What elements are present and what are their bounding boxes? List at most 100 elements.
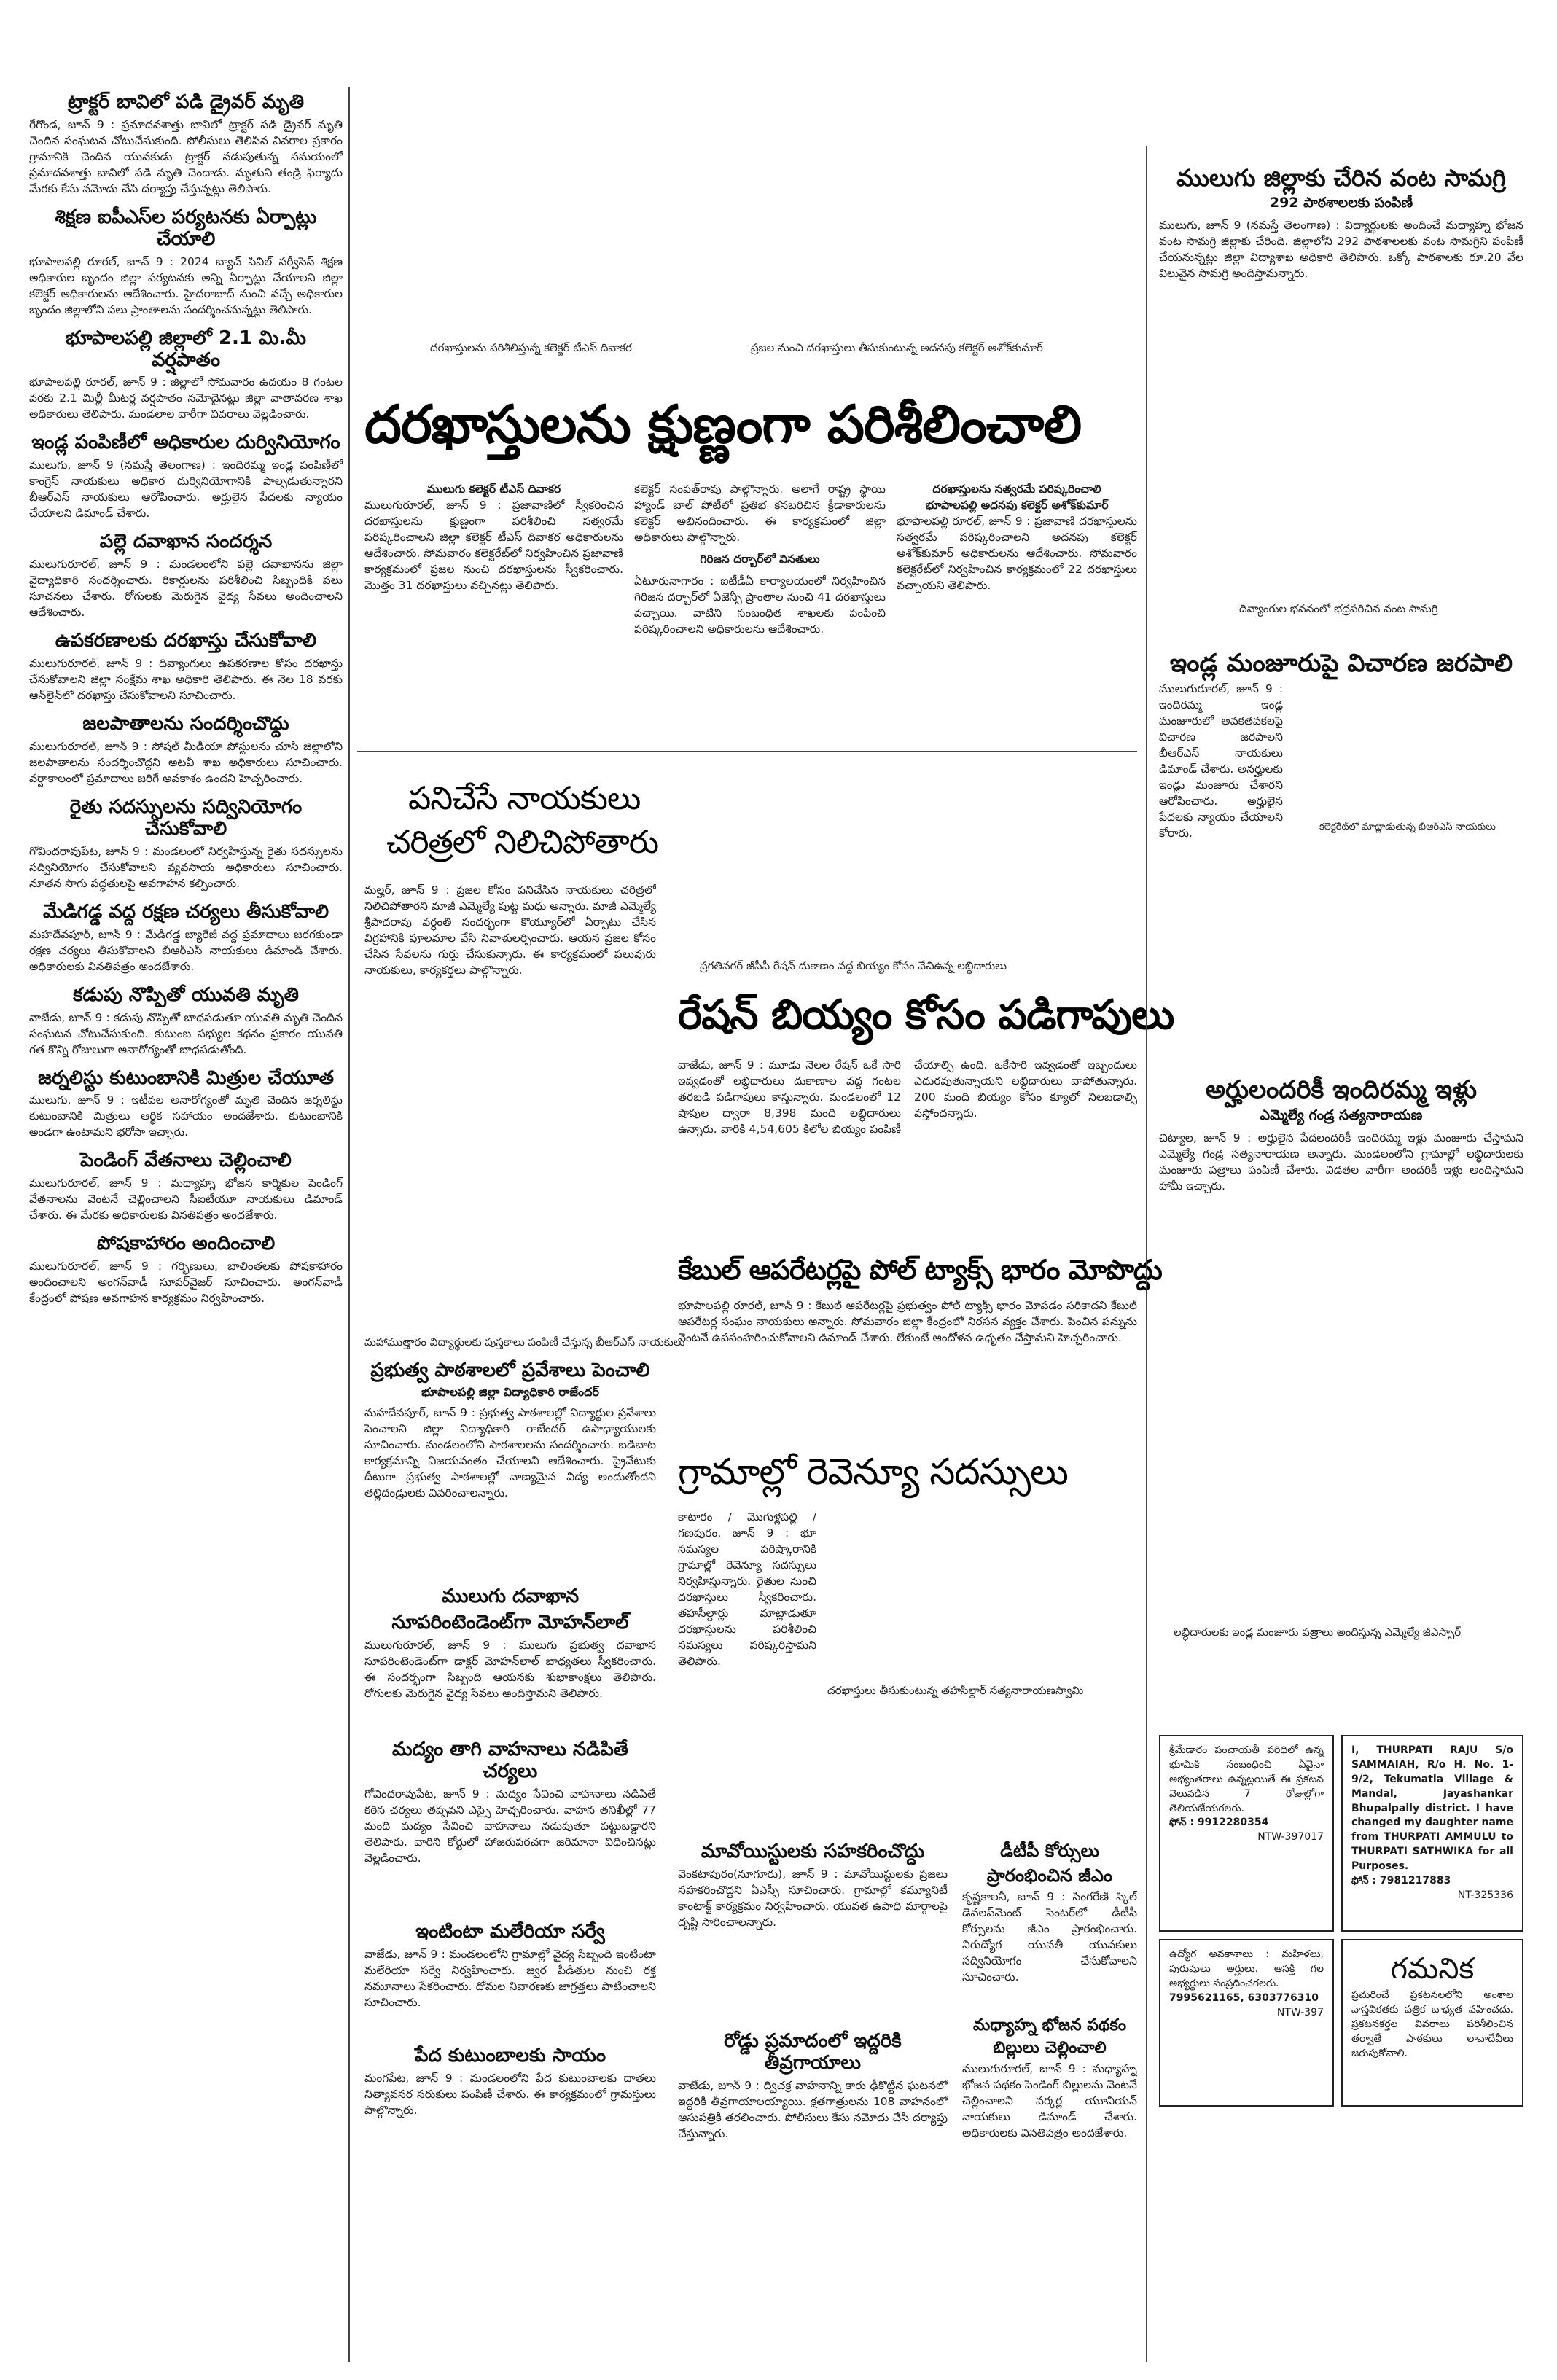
notice-box: గమనిక ప్రచురించే ప్రకటనలలోని అంశాల వాస్త… xyxy=(1341,1939,1523,2107)
story-h-text: మంగపేట, జూన్ 9 : మండలంలోని పేద కుటుంబాలక… xyxy=(364,2071,656,2117)
story-d-text: మహదేవపూర్, జూన్ 9 : ప్రభుత్వ పాఠశాలల్లో … xyxy=(364,1405,656,1499)
story-m: మధ్యాహ్న భోజన పథకం బిల్లులు చెల్లించాలి … xyxy=(962,2012,1137,2362)
story-d-headline: ప్రభుత్వ పాఠశాలలో ప్రవేశాలు పెంచాలి xyxy=(370,1359,650,1381)
left-column: ట్రాక్టర్ బావిలో పడి డ్రైవర్ మృతిరేగొండ,… xyxy=(29,87,343,2362)
story-b-body: వాజేడు, జూన్ 9 : మూడు నెలల రేషన్ ఒకే సార… xyxy=(678,1057,1137,1246)
story-g: ఇంటింటా మలేరియా సర్వే వాజేడు, జూన్ 9 : మ… xyxy=(364,1917,656,2034)
story-j: మావోయిస్టులకు సహకరించొద్దు వెంకటాపురం(నూ… xyxy=(678,1837,948,1954)
story-d: ప్రభుత్వ పాఠశాలలో ప్రవేశాలు పెంచాలి భూపా… xyxy=(364,1356,656,1575)
story-a-headline-2: చరిత్రలో నిలిచిపోతారు xyxy=(386,824,659,861)
left-story: భూపాలపల్లి జిల్లాలో 2.1 మి.మీ వర్షపాతంభూ… xyxy=(29,327,343,423)
story-i-body: కాటారం / మొగుళ్లపల్లి / గణపురం, జూన్ 9 :… xyxy=(678,1509,816,1698)
story-d-photo-caption: మహాముత్తారం విద్యార్థులకు పుస్తకాలు పంపి… xyxy=(364,1335,685,1349)
left-story-body: భూపాలపల్లి రూరల్, జూన్ 9 : 2024 బ్యాచ్ స… xyxy=(29,254,343,316)
story-e-headline-1: ములుగు దవాఖాన xyxy=(441,1585,580,1607)
story-m-headline-2: బిల్లులు చెల్లించాలి xyxy=(993,2039,1107,2058)
right-story-1-headline: ములుగు జిల్లాకు చేరిన వంట సామగ్రి xyxy=(1176,164,1506,192)
story-a-body: మల్హర్, జూన్ 9 : ప్రజల కోసం పనిచేసిన నాయ… xyxy=(364,882,656,1144)
right-story-2-headline: ఇండ్ల మంజూరుపై విచారణ జరపాలి xyxy=(1169,649,1513,678)
story-b-headline: రేషన్ బియ్యం కోసం పడిగాపులు xyxy=(678,991,1174,1039)
left-story-body: ములుగురూరల్, జూన్ 9 : దివ్యాంగులు ఉపకరణా… xyxy=(29,657,343,703)
story-k: రోడ్డు ప్రమాదంలో ఇద్దరికి తీవ్రగాయాలు వా… xyxy=(678,2026,948,2245)
classified-ad-2: I, THURPATI RAJU S/o SAMMAIAH, R/o H. No… xyxy=(1341,1735,1523,1932)
left-story-body: ములుగురూరల్, జూన్ 9 : మండలంలోని పల్లె దవ… xyxy=(29,558,343,620)
left-stories: ట్రాక్టర్ బావిలో పడి డ్రైవర్ మృతిరేగొండ,… xyxy=(29,91,343,1306)
story-l: డీటీపీ కోర్సులు ప్రారంభించిన జీఎం కృష్ణక… xyxy=(962,1837,1137,1997)
lead-byline-2: భూపాలపల్లి అదనపు కలెక్టర్ అశోక్‌కుమార్ xyxy=(925,499,1109,512)
left-story-body: ములుగురూరల్, జూన్ 9 : సోషల్ మీడియా పోస్ట… xyxy=(29,740,343,786)
right-story-1-text: ములుగు, జూన్ 9 (నమస్తే తెలంగాణ) : విద్యా… xyxy=(1159,218,1523,280)
story-i-headline: గ్రామాల్లో రెవెన్యూ సదస్సులు xyxy=(678,1451,1069,1493)
lead-subhead-2: దరఖాస్తులను సత్వరమే పరిష్కరించాలి xyxy=(932,483,1101,496)
left-story-body: గోవిందరావుపేట, జూన్ 9 : మండలంలో నిర్వహిస… xyxy=(29,844,343,890)
story-f: మద్యం తాగి వాహనాలు నడిపితే చర్యలు గోవింద… xyxy=(364,1735,656,1910)
story-b-text: వాజేడు, జూన్ 9 : మూడు నెలల రేషన్ ఒకే సార… xyxy=(678,1058,1137,1136)
story-k-text: వాజేడు, జూన్ 9 : ద్విచక్ర వాహనాన్ని కారు… xyxy=(678,2078,948,2140)
story-c-text: భూపాలపల్లి రూరల్, జూన్ 9 : కేబుల్ ఆపరేటర… xyxy=(678,1299,1137,1344)
left-story-body: ములుగు, జూన్ 9 : ఇటీవల అనారోగ్యంతో మృతి … xyxy=(29,1093,343,1139)
left-story-body: మహదేవపూర్, జూన్ 9 : మేడిగడ్డ బ్యారేజీ వద… xyxy=(29,927,343,973)
right-photo-caption-1: దివ్యాంగుల భవనంలో భద్రపరిచిన వంట సామగ్రి xyxy=(1239,602,1438,615)
story-j-text: వెంకటాపురం(నూగూరు), జూన్ 9 : మావోయిస్టుల… xyxy=(678,1867,948,1929)
left-story-headline: ట్రాక్టర్ బావిలో పడి డ్రైవర్ మృతి xyxy=(67,91,305,113)
story-m-headline-1: మధ్యాహ్న భోజన పథకం xyxy=(972,2016,1127,2034)
notice-text: ప్రచురించే ప్రకటనలలోని అంశాల వాస్తవికతకు… xyxy=(1351,1989,1513,2059)
left-story: మేడిగడ్డ వద్ద రక్షణ చర్యలు తీసుకోవాలి మహద… xyxy=(29,900,343,975)
ad-1-code: NTW-397017 xyxy=(1257,1831,1324,1843)
story-f-text: గోవిందరావుపేట, జూన్ 9 : మద్యం సేవించి వా… xyxy=(364,1787,656,1865)
ad-2-contact: ఫోన్ : 7981217883 xyxy=(1351,1874,1451,1887)
classified-ad-3: ఉద్యోగ అవకాశాలు : మహిళలు, పురుషులు అర్హు… xyxy=(1159,1939,1334,2107)
left-story: పల్లె దవాఖాన సందర్శన ములుగురూరల్, జూన్ 9 … xyxy=(29,531,343,620)
right-story-2-text: ములుగురూరల్, జూన్ 9 : ఇందిరమ్మ ఇండ్ల మంజ… xyxy=(1159,682,1283,840)
right-story-3-text: చిట్యాల, జూన్ 9 : అర్హులైన పేదలందరికీ ఇం… xyxy=(1159,1131,1523,1193)
left-story-headline: ఉపకరణాలకు దరఖాస్తు చేసుకోవాలి xyxy=(55,630,317,652)
lead-byline: ములుగు కలెక్టర్ టీఎస్ దివాకర xyxy=(426,483,561,496)
story-j-headline: మావోయిస్టులకు సహకరించొద్దు xyxy=(701,1841,925,1862)
left-story: రైతు సదస్సులను సద్వినియోగం చేసుకోవాలిగోవ… xyxy=(29,796,343,891)
right-story-3: అర్హులందరికీ ఇందిరమ్మ ఇళ్లు ఎమ్మెల్యే గం… xyxy=(1159,1072,1523,1421)
column-divider-right xyxy=(1146,146,1147,2362)
left-story-headline: పల్లె దవాఖాన సందర్శన xyxy=(99,531,273,553)
story-k-headline: రోడ్డు ప్రమాదంలో ఇద్దరికి తీవ్రగాయాలు xyxy=(724,2030,902,2074)
right-story-2-photo-caption: కలెక్టరేట్‌లో మాట్లాడుతున్న బీఆర్ఎస్ నాయ… xyxy=(1319,822,1496,832)
left-story-headline: భూపాలపల్లి జిల్లాలో 2.1 మి.మీ వర్షపాతం xyxy=(66,327,306,371)
story-f-headline: మద్యం తాగి వాహనాలు నడిపితే చర్యలు xyxy=(391,1739,629,1782)
story-e-text: ములుగురూరల్, జూన్ 9 : ములుగు ప్రభుత్వ దవ… xyxy=(364,1638,656,1700)
classified-ad-1: శ్రీమేడారం పంచాయతీ పరిధిలో ఉన్న భూమికి స… xyxy=(1159,1735,1334,1932)
story-m-text: ములుగురూరల్, జూన్ 9 : మధ్యాహ్న భోజన పథకం… xyxy=(962,2061,1137,2139)
story-l-headline-1: డీటీపీ కోర్సులు xyxy=(1000,1841,1099,1861)
left-story-headline: ఇండ్ల పంపిణీలో అధికారుల దుర్వినియోగం xyxy=(31,432,340,454)
lead-col-1: ములుగు కలెక్టర్ టీఎస్ దివాకర ములుగురూరల్… xyxy=(364,481,623,744)
story-a-headline-1: పనిచేసే నాయకులు xyxy=(408,780,641,817)
right-story-2: ఇండ్ల మంజూరుపై విచారణ జరపాలి ములుగురూరల్… xyxy=(1159,645,1523,1053)
right-story-3-photo-caption: లబ్ధిదారులకు ఇండ్ల మంజూరు పత్రాలు అందిస్… xyxy=(1174,1626,1462,1639)
left-story-headline: పెండింగ్ వేతనాలు చెల్లించాలి xyxy=(80,1150,292,1172)
left-story-headline: జలపాతాలను సందర్శించొద్దు xyxy=(82,713,289,736)
lead-subhead-1: గిరిజన దర్బార్‌లో వినతులు xyxy=(700,553,820,566)
left-story: ఇండ్ల పంపిణీలో అధికారుల దుర్వినియోగం ములు… xyxy=(29,432,343,521)
left-story: పోషకాహారం అందించాలి ములుగురూరల్, జూన్ 9 :… xyxy=(29,1233,343,1306)
left-story-headline: శిక్షణ ఐపీఎస్‌ల పర్యటనకు ఏర్పాట్లు చేయాల… xyxy=(55,206,317,250)
left-story: శిక్షణ ఐపీఎస్‌ల పర్యటనకు ఏర్పాట్లు చేయాల… xyxy=(29,206,343,318)
left-story: పెండింగ్ వేతనాలు చెల్లించాలి ములుగురూరల్,… xyxy=(29,1150,343,1223)
ad-3-contact: 7995621165, 6303776310 xyxy=(1169,1991,1319,2004)
left-story-body: ములుగురూరల్, జూన్ 9 : గర్భిణులు, బాలింతల… xyxy=(29,1260,343,1306)
ad-1-contact: ఫోన్ : 9912280354 xyxy=(1169,1817,1269,1829)
left-story-body: వాజేడు, జూన్ 9 : కడుపు నొప్పితో బాధపడుతూ… xyxy=(29,1010,343,1056)
story-g-headline: ఇంటింటా మలేరియా సర్వే xyxy=(415,1921,605,1943)
story-c-body: భూపాలపల్లి రూరల్, జూన్ 9 : కేబుల్ ఆపరేటర… xyxy=(678,1298,1137,1443)
left-story-headline: మేడిగడ్డ వద్ద రక్షణ చర్యలు తీసుకోవాలి xyxy=(42,900,329,923)
left-story: జలపాతాలను సందర్శించొద్దు ములుగురూరల్, జూన… xyxy=(29,713,343,787)
right-story-3-headline: అర్హులందరికీ ఇందిరమ్మ ఇళ్లు xyxy=(1205,1075,1478,1104)
story-d-byline: భూపాలపల్లి జిల్లా విద్యాధికారి రాజేందర్ xyxy=(421,1384,599,1399)
left-story-headline: పోషకాహారం అందించాలి xyxy=(96,1233,276,1255)
lead-col-2: కలెక్టర్ సంపత్‌రావు పాల్గొన్నారు. అలాగే … xyxy=(634,481,886,744)
left-story-body: ములుగు, జూన్ 9 (నమస్తే తెలంగాణ) : ఇందిరమ… xyxy=(29,459,343,520)
section-rule xyxy=(357,751,1137,752)
lead-col-3: దరఖాస్తులను సత్వరమే పరిష్కరించాలి భూపాలప… xyxy=(897,481,1137,744)
lead-body-3: ఏటూరునాగారం : ఐటీడీఏ కార్యాలయంలో నిర్వహి… xyxy=(634,574,886,636)
right-story-1-sub: 292 పాఠశాలలకు పంపిణీ xyxy=(1269,194,1413,211)
left-story-body: ములుగురూరల్, జూన్ 9 : మధ్యాహ్న భోజన కార్… xyxy=(29,1177,343,1222)
